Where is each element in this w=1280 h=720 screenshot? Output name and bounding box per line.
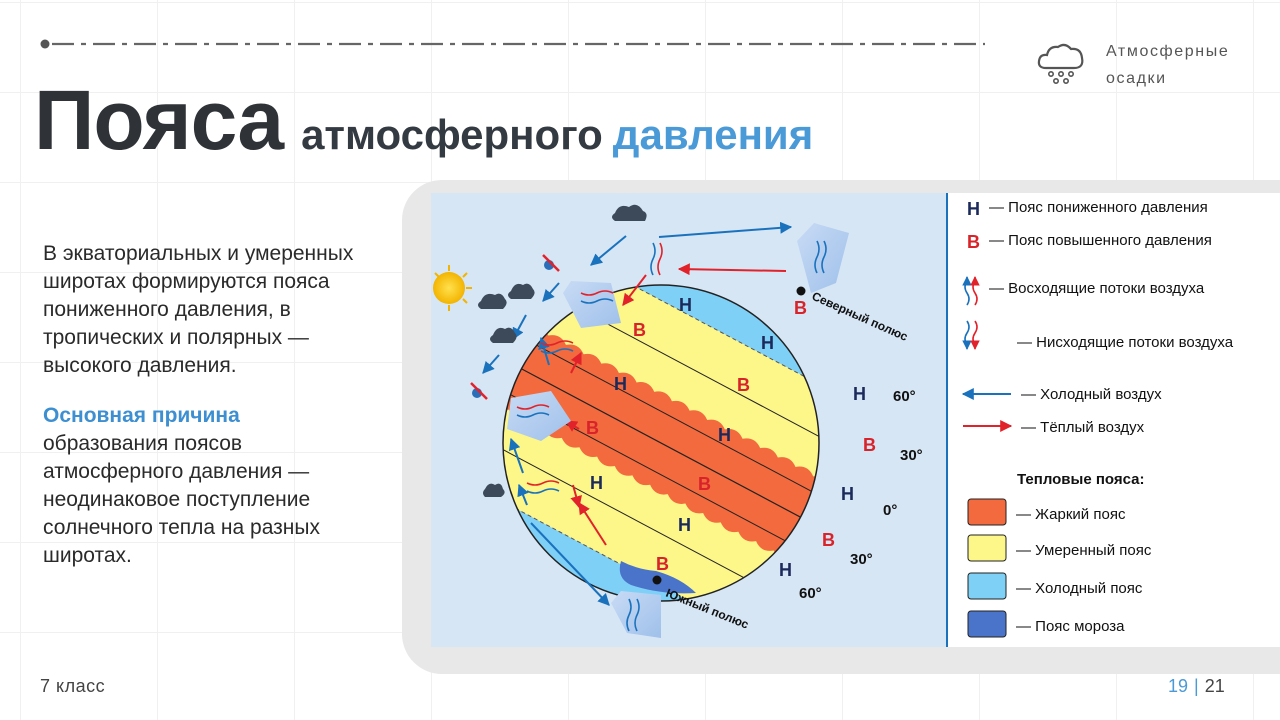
low-letter-1: Н	[679, 295, 692, 315]
high-letter-4: В	[586, 418, 599, 438]
legend-cold-text: — Холодный воздух	[1021, 386, 1162, 403]
low-letter-4: Н	[853, 384, 866, 404]
title-accent: давления	[612, 111, 814, 158]
latitude-label-30s: 30°	[850, 551, 873, 568]
legend-hot-text: — Жаркий пояс	[1016, 506, 1126, 523]
legend-frost-text: — Пояс мороза	[1016, 618, 1125, 635]
high-letter-1: В	[794, 298, 807, 318]
high-letter-6: В	[698, 474, 711, 494]
north-pole-dot	[796, 286, 806, 296]
low-letter-3: Н	[614, 374, 627, 394]
total-pages: 21	[1204, 676, 1225, 696]
paragraph-2: Основная причина образования поясов атмос…	[43, 402, 383, 570]
grade-label: 7 класс	[40, 676, 106, 696]
low-letter-8: Н	[678, 515, 691, 535]
rain-cloud-icon	[1037, 43, 1084, 84]
high-letter-8: В	[656, 554, 669, 574]
legend-temperate-text: — Умеренный пояс	[1016, 542, 1152, 559]
legend-sinking-icon	[962, 320, 980, 350]
title-big: Пояса	[34, 73, 284, 167]
high-letter-3: В	[737, 375, 750, 395]
legend-frost-swatch	[967, 610, 1007, 638]
legend: Н — Пояс пониженного давления В — Пояс п…	[961, 199, 1234, 638]
brand-line-2: осадки	[1106, 70, 1167, 87]
sun-icon	[433, 265, 472, 311]
legend-rising-text: — Восходящие потоки воздуха	[989, 280, 1205, 297]
legend-cold-zone-swatch	[967, 572, 1007, 600]
legend-high-text: — Пояс повышенного давления	[989, 232, 1212, 249]
latitude-label-30n: 30°	[900, 447, 923, 464]
decorative-dash-line	[40, 39, 985, 49]
section-brand: Атмосферные осадки	[1036, 38, 1266, 98]
brand-line-1: Атмосферные	[1106, 43, 1230, 60]
low-letter-7: Н	[841, 484, 854, 504]
high-letter-5: В	[863, 435, 876, 455]
equator-line	[503, 343, 819, 543]
low-letter-5: Н	[718, 425, 731, 445]
page-separator: |	[1194, 676, 1199, 696]
description-text: В экваториальных и умеренных широтах фор…	[43, 240, 383, 592]
rain-clouds	[478, 204, 647, 497]
paragraph-2-highlight: Основная причина	[43, 404, 240, 427]
latitude-label-60n: 60°	[893, 388, 916, 405]
legend-sinking-text: — Нисходящие потоки воздуха	[1017, 334, 1234, 351]
legend-high-symbol: В	[967, 232, 980, 252]
legend-cold-zone-text: — Холодный пояс	[1016, 580, 1143, 597]
legend-low-symbol: Н	[967, 199, 980, 219]
latitude-label-60s: 60°	[799, 585, 822, 602]
paragraph-2-rest: образования поясов атмосферного давления…	[43, 432, 320, 567]
south-pole-dot	[652, 575, 662, 585]
high-letter-2: В	[633, 320, 646, 340]
legend-low-text: — Пояс пониженного давления	[989, 199, 1208, 216]
current-page: 19	[1168, 676, 1189, 696]
legend-rising-icon	[962, 276, 980, 306]
legend-hot-swatch	[967, 498, 1007, 526]
title-mid: атмосферного	[301, 111, 603, 158]
low-letter-6: Н	[590, 473, 603, 493]
legend-temperate-swatch	[967, 534, 1007, 562]
latitude-label-0: 0°	[883, 502, 897, 519]
page-counter: 19|21	[1168, 676, 1225, 697]
low-letter-2: Н	[761, 333, 774, 353]
legend-warm-text: — Тёплый воздух	[1021, 419, 1145, 436]
low-letter-9: Н	[779, 560, 792, 580]
high-letter-7: В	[822, 530, 835, 550]
paragraph-1: В экваториальных и умеренных широтах фор…	[43, 242, 354, 377]
legend-thermal-title: Тепловые пояса:	[1017, 471, 1145, 488]
air-flow-waves	[516, 240, 827, 632]
pressure-belts-figure: Н В В Н Н В Н В Н В Н В Н Н В В Н 60° 30…	[431, 193, 1280, 647]
